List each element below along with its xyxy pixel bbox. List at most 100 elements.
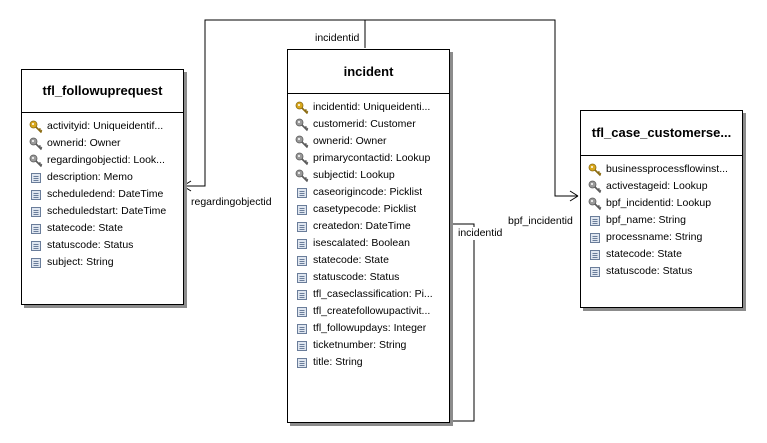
attribute-row[interactable]: statecode: State bbox=[29, 220, 183, 237]
attribute-row[interactable]: statuscode: Status bbox=[295, 269, 449, 286]
attribute-separator: : bbox=[387, 322, 394, 334]
attribute-row[interactable]: createdon: DateTime bbox=[295, 218, 449, 235]
attribute-separator: : bbox=[651, 248, 658, 260]
attribute-row[interactable]: scheduledend: DateTime bbox=[29, 186, 183, 203]
attribute-type: Lookup bbox=[360, 169, 395, 181]
attribute-row[interactable]: processname: String bbox=[588, 229, 742, 246]
attribute-separator: : bbox=[359, 220, 366, 232]
attribute-type: Picklist bbox=[383, 203, 417, 215]
attribute-row[interactable]: caseorigincode: Picklist bbox=[295, 184, 449, 201]
attribute-separator: : bbox=[97, 239, 104, 251]
attribute-name: scheduledstart bbox=[47, 205, 116, 217]
entity-case-bpf[interactable]: tfl_case_customerse... businessprocessfl… bbox=[580, 110, 743, 308]
entity-incident[interactable]: incident incidentid: Uniqueidenti...cust… bbox=[287, 49, 450, 423]
field-icon bbox=[29, 171, 43, 185]
attribute-name: statecode bbox=[313, 254, 359, 266]
attribute-name: tfl_createfollowupactivit... bbox=[313, 305, 431, 317]
entity-title: tfl_case_customerse... bbox=[581, 111, 742, 156]
attribute-type: Look... bbox=[133, 154, 165, 166]
attribute-name: ticketnumber bbox=[313, 339, 374, 351]
attribute-separator: : bbox=[358, 254, 365, 266]
attribute-row[interactable]: tfl_createfollowupactivit... bbox=[295, 303, 449, 320]
relationship-label-incidentid-top: incidentid bbox=[314, 32, 361, 45]
field-icon bbox=[295, 186, 309, 200]
relationship-label-incidentid-self: incidentid bbox=[457, 227, 504, 240]
attribute-row[interactable]: tfl_caseclassification: Pi... bbox=[295, 286, 449, 303]
attribute-separator: : bbox=[127, 154, 134, 166]
field-icon bbox=[29, 239, 43, 253]
attribute-row[interactable]: isescalated: Boolean bbox=[295, 235, 449, 252]
attribute-type: Pi... bbox=[414, 288, 433, 300]
attribute-type: Uniqueidenti... bbox=[363, 101, 431, 113]
attribute-type: Status bbox=[103, 239, 134, 251]
attribute-row[interactable]: description: Memo bbox=[29, 169, 183, 186]
attribute-separator: : bbox=[656, 265, 663, 277]
attribute-separator: : bbox=[97, 171, 104, 183]
attribute-row[interactable]: regardingobjectid: Look... bbox=[29, 152, 183, 169]
attribute-separator: : bbox=[670, 197, 677, 209]
attribute-name: incidentid bbox=[313, 101, 358, 113]
field-icon bbox=[295, 356, 309, 370]
attribute-type: String bbox=[674, 231, 703, 243]
attribute-separator: : bbox=[363, 271, 370, 283]
attribute-row[interactable]: primarycontactid: Lookup bbox=[295, 150, 449, 167]
attribute-name: bpf_incidentid bbox=[606, 197, 671, 209]
primary-key-icon bbox=[295, 101, 309, 115]
attribute-row[interactable]: tfl_followupdays: Integer bbox=[295, 320, 449, 337]
field-icon bbox=[295, 254, 309, 268]
attribute-row[interactable]: activestageid: Lookup bbox=[588, 178, 742, 195]
attribute-type: Lookup bbox=[395, 152, 431, 164]
attribute-separator: : bbox=[365, 237, 372, 249]
field-icon bbox=[295, 288, 309, 302]
attribute-name: statecode bbox=[606, 248, 652, 260]
attribute-type: String bbox=[335, 356, 363, 368]
attribute-name: businessprocessflowinst... bbox=[606, 163, 728, 175]
attribute-type: Picklist bbox=[389, 186, 423, 198]
attribute-type: Uniqueidentif... bbox=[93, 120, 164, 132]
attribute-row[interactable]: bpf_name: String bbox=[588, 212, 742, 229]
attribute-row[interactable]: statecode: State bbox=[588, 246, 742, 263]
attribute-separator: : bbox=[667, 180, 674, 192]
attribute-row[interactable]: title: String bbox=[295, 354, 449, 371]
attribute-row[interactable]: statuscode: Status bbox=[29, 237, 183, 254]
attribute-row[interactable]: casetypecode: Picklist bbox=[295, 201, 449, 218]
field-icon bbox=[295, 339, 309, 353]
entity-title: incident bbox=[288, 50, 449, 94]
attribute-row[interactable]: activityid: Uniqueidentif... bbox=[29, 118, 183, 135]
primary-key-icon bbox=[29, 120, 43, 134]
attribute-type: String bbox=[378, 339, 407, 351]
field-icon bbox=[295, 237, 309, 251]
field-icon bbox=[295, 220, 309, 234]
attribute-row[interactable]: businessprocessflowinst... bbox=[588, 161, 742, 178]
field-icon bbox=[295, 322, 309, 336]
attribute-row[interactable]: scheduledstart: DateTime bbox=[29, 203, 183, 220]
attribute-type: State bbox=[98, 222, 123, 234]
attribute-name: customerid bbox=[313, 118, 365, 130]
attribute-row[interactable]: subject: String bbox=[29, 254, 183, 271]
attribute-type: DateTime bbox=[118, 188, 164, 200]
attribute-row[interactable]: statecode: State bbox=[295, 252, 449, 269]
attribute-separator: : bbox=[80, 256, 87, 268]
field-icon bbox=[588, 214, 602, 228]
relationship-label-regardingobjectid: regardingobjectid bbox=[190, 196, 273, 209]
attribute-row[interactable]: incidentid: Uniqueidenti... bbox=[295, 99, 449, 116]
relationship-label-bpf-incidentid: bpf_incidentid bbox=[507, 215, 574, 228]
attribute-row[interactable]: ticketnumber: String bbox=[295, 337, 449, 354]
attribute-row[interactable]: bpf_incidentid: Lookup bbox=[588, 195, 742, 212]
field-icon bbox=[588, 248, 602, 262]
attribute-row[interactable]: ownerid: Owner bbox=[29, 135, 183, 152]
field-icon bbox=[29, 205, 43, 219]
attribute-row[interactable]: subjectid: Lookup bbox=[295, 167, 449, 184]
entity-followuprequest[interactable]: tfl_followuprequest activityid: Uniqueid… bbox=[21, 69, 184, 305]
attribute-name: tfl_followupdays bbox=[313, 322, 388, 334]
attribute-name: statuscode bbox=[47, 239, 98, 251]
attribute-separator: : bbox=[349, 135, 356, 147]
attribute-row[interactable]: statuscode: Status bbox=[588, 263, 742, 280]
attribute-separator: : bbox=[115, 205, 122, 217]
attribute-type: State bbox=[364, 254, 389, 266]
attribute-row[interactable]: ownerid: Owner bbox=[295, 133, 449, 150]
attribute-row[interactable]: customerid: Customer bbox=[295, 116, 449, 133]
attribute-name: statuscode bbox=[313, 271, 364, 283]
attribute-type: Owner bbox=[355, 135, 387, 147]
attribute-type: Memo bbox=[103, 171, 133, 183]
